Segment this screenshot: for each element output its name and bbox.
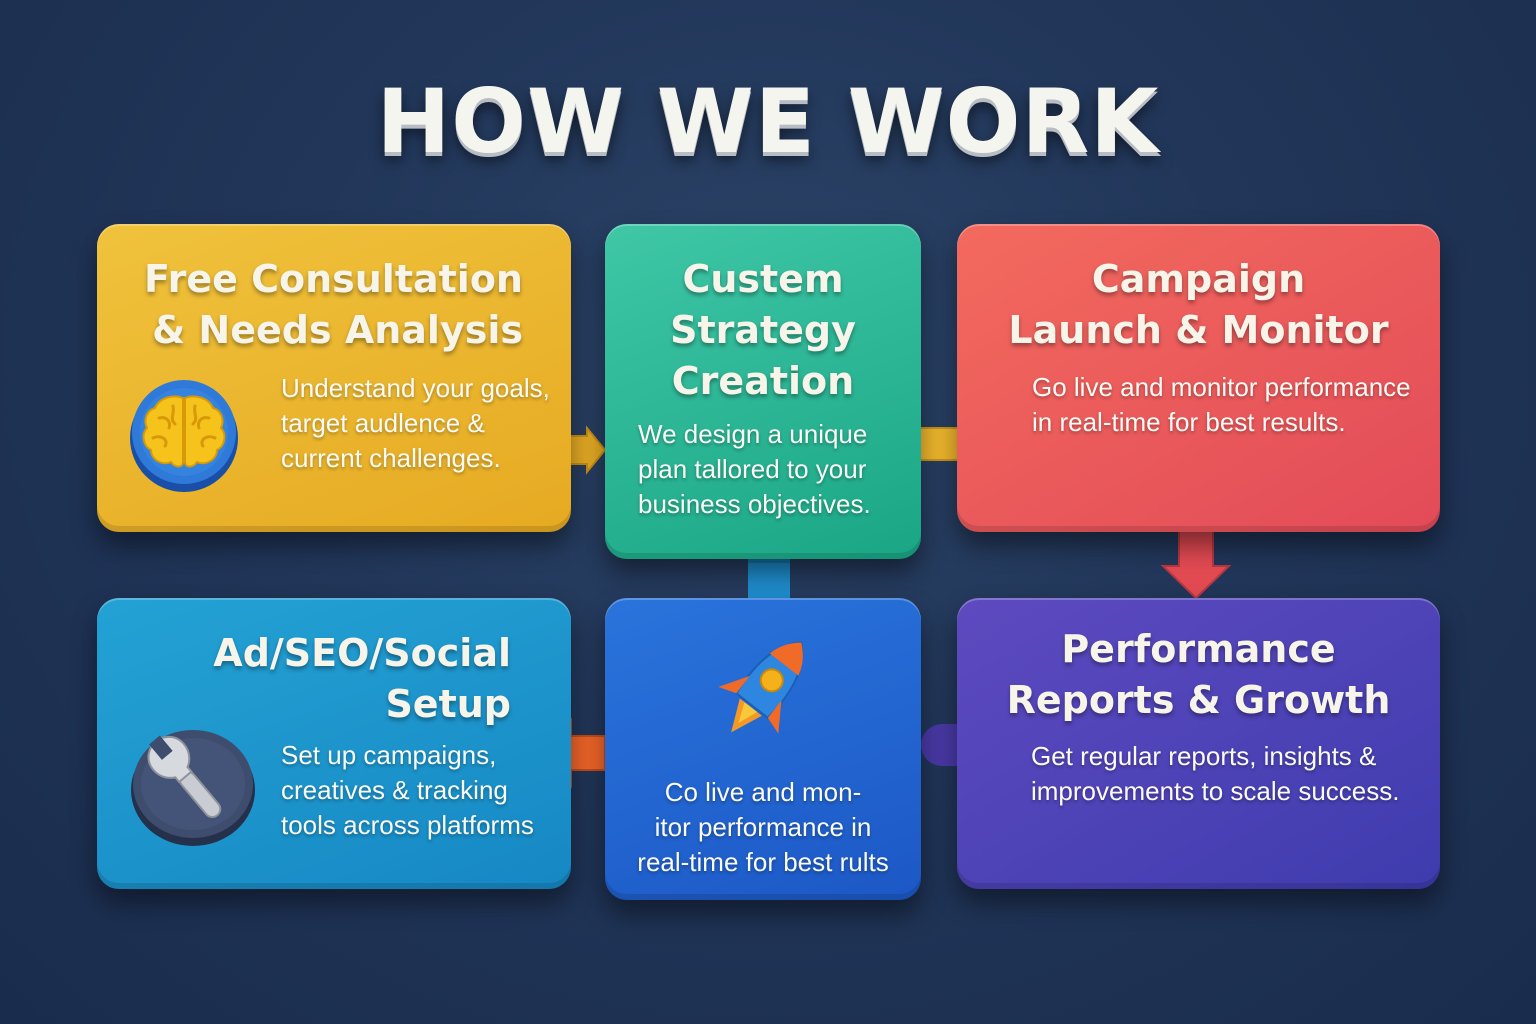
rocket-icon — [705, 626, 825, 752]
arrow-down-icon — [1160, 527, 1232, 600]
brain-icon — [129, 374, 239, 492]
step-description: Get regular reports, insights & improvem… — [1031, 741, 1400, 806]
step-card-strategy: Custem Strategy Creation We design a uni… — [605, 224, 921, 559]
step-description: We design a unique plan tallored to your… — [638, 419, 871, 519]
page-title: HOW WE WORK — [376, 70, 1160, 173]
step-card-launch: Campaign Launch & Monitor Go live and mo… — [957, 224, 1440, 532]
wrench-icon — [129, 726, 257, 846]
step-title: Campaign Launch & Monitor — [1008, 257, 1389, 352]
step-title: Performance Reports & Growth — [1006, 627, 1391, 722]
step-description: Understand your goals, target audlence &… — [281, 373, 550, 473]
step-description: Go live and monitor performance in real-… — [1032, 372, 1411, 437]
connector-6-to-5 — [920, 724, 962, 766]
step-card-consultation: Free Consultation & Needs Analysis Under… — [97, 224, 571, 532]
step-title: Ad/SEO/Social Setup — [213, 631, 511, 726]
step-title: Custem Strategy Creation — [670, 257, 856, 403]
connector-2-to-5 — [748, 555, 790, 601]
step-title: Free Consultation & Needs Analysis — [144, 257, 523, 352]
step-card-setup: Ad/SEO/Social Setup Set up campaigns, cr… — [97, 598, 571, 889]
arrow-right-icon — [564, 425, 607, 475]
step-card-monitor: Co live and mon- itor performance in rea… — [605, 598, 921, 900]
step-description: Set up campaigns, creatives & tracking t… — [281, 740, 534, 840]
step-description: Co live and mon- itor performance in rea… — [637, 777, 889, 877]
step-card-reports: Performance Reports & Growth Get regular… — [957, 598, 1440, 889]
